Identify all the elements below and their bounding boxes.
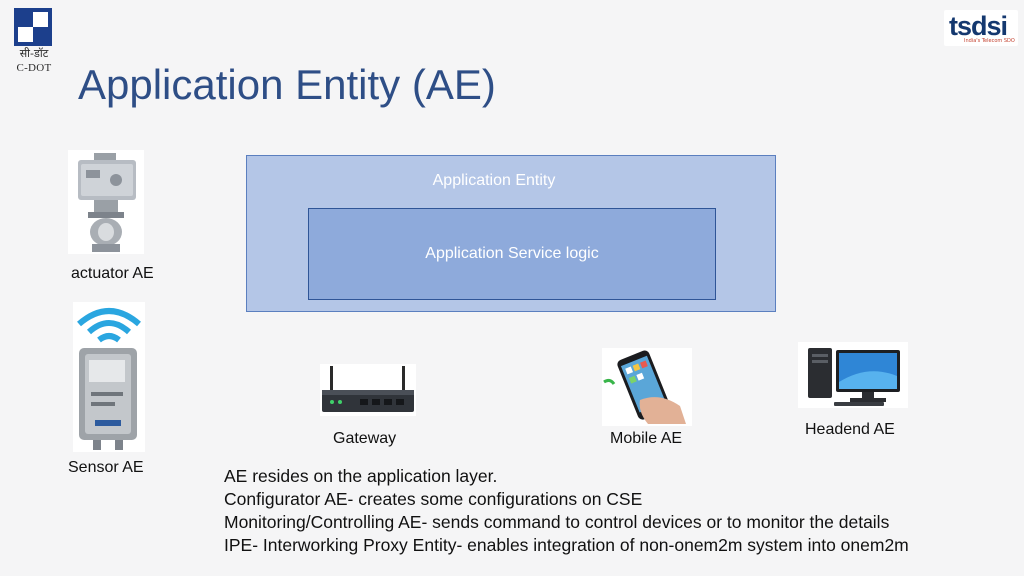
cdot-logo: सी-डॉट C-DOT: [10, 8, 58, 80]
headend-image: [798, 342, 908, 408]
sensor-image: [73, 302, 145, 452]
cdot-logo-mark: [14, 8, 52, 46]
sensor-caption: Sensor AE: [68, 459, 144, 476]
actuator-image: [68, 150, 144, 254]
actuator-caption: actuator AE: [71, 265, 154, 282]
application-service-logic-label: Application Service logic: [425, 245, 599, 262]
gateway-caption: Gateway: [333, 430, 397, 447]
application-service-logic-box: [308, 208, 716, 300]
note-item: AE resides on the application layer.: [224, 466, 498, 486]
headend-caption: Headend AE: [805, 421, 895, 438]
mobile-image: [602, 348, 692, 426]
note-item: IPE- Interworking Proxy Entity- enables …: [224, 535, 909, 555]
cdot-hindi-text: सी-डॉट: [19, 47, 49, 60]
note-item: Configurator AE- creates some configurat…: [224, 489, 643, 509]
notes-list: AE resides on the application layer. Con…: [224, 465, 909, 557]
gateway-image: [320, 364, 416, 416]
tsdsi-logo: tsdsi India's Telecom SDO: [944, 10, 1018, 46]
cdot-english-text: C-DOT: [16, 62, 52, 74]
note-item: Monitoring/Controlling AE- sends command…: [224, 512, 890, 532]
application-entity-label: Application Entity: [432, 172, 556, 189]
tsdsi-wordmark: tsdsi: [949, 11, 1008, 41]
page-title: Application Entity (AE): [78, 61, 496, 108]
mobile-caption: Mobile AE: [610, 430, 683, 447]
tsdsi-tagline: India's Telecom SDO: [964, 38, 1015, 44]
